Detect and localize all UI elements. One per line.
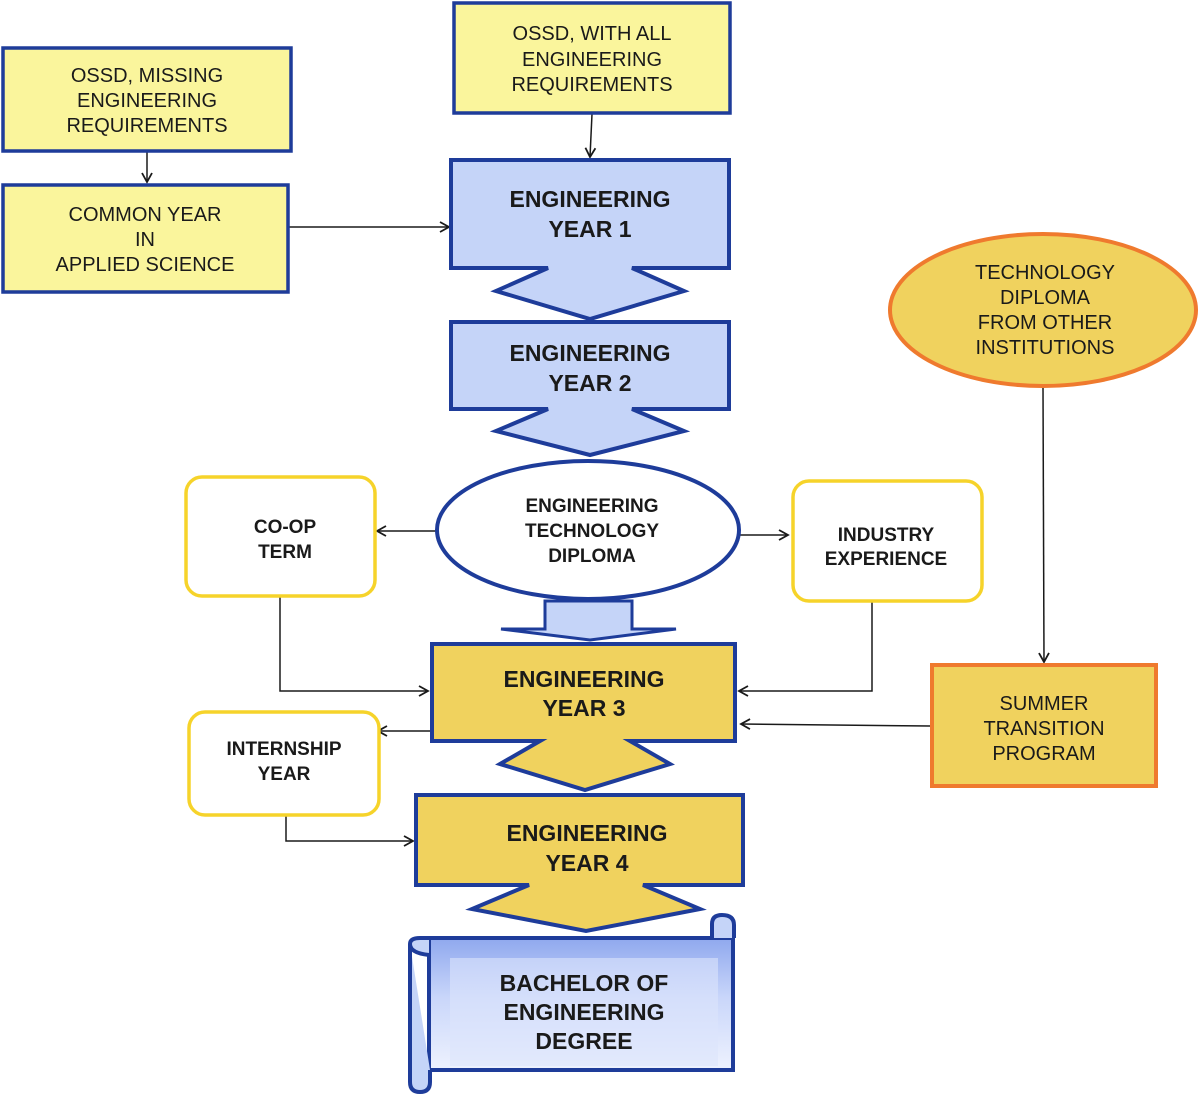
ossd-all-line1: OSSD, WITH ALL — [513, 23, 672, 45]
engineering-year-3-block: ENGINEERING YEAR 3 — [430, 642, 737, 793]
svg-text:ENGINEERING: ENGINEERING — [503, 666, 664, 692]
svg-text:EXPERIENCE: EXPERIENCE — [825, 549, 947, 570]
engineering-year-4-block: ENGINEERING YEAR 4 — [414, 793, 745, 934]
svg-text:ENGINEERING: ENGINEERING — [503, 999, 664, 1025]
internship-year-line2: YEAR — [258, 764, 311, 785]
svg-text:ENGINEERING: ENGINEERING — [506, 820, 667, 846]
year1-line2: YEAR 1 — [548, 216, 631, 242]
tech-diploma-other-line3: FROM OTHER — [978, 312, 1112, 334]
svg-text:DIPLOMA: DIPLOMA — [548, 546, 636, 567]
svg-text:INSTITUTIONS: INSTITUTIONS — [976, 337, 1115, 359]
year2-line1: ENGINEERING — [509, 340, 670, 366]
svg-text:TECHNOLOGY: TECHNOLOGY — [975, 262, 1115, 284]
year3-line1: ENGINEERING — [503, 666, 664, 692]
tech-diploma-other-ellipse: TECHNOLOGY DIPLOMA FROM OTHER INSTITUTIO… — [888, 232, 1198, 388]
svg-text:BACHELOR OF: BACHELOR OF — [500, 970, 669, 996]
svg-text:YEAR 2: YEAR 2 — [548, 370, 631, 396]
year3-line2: YEAR 3 — [542, 695, 625, 721]
svg-text:CO-OP: CO-OP — [254, 517, 317, 538]
internship-year-line1: INTERNSHIP — [226, 739, 341, 760]
diploma-arrow-shape — [500, 599, 677, 642]
tech-diploma-other-line2: DIPLOMA — [1000, 287, 1091, 309]
svg-text:REQUIREMENTS: REQUIREMENTS — [511, 74, 672, 96]
industry-experience-box: INDUSTRY EXPERIENCE — [791, 479, 984, 603]
engineering-year-1-block: ENGINEERING YEAR 1 — [449, 158, 731, 322]
svg-text:PROGRAM: PROGRAM — [992, 743, 1095, 765]
year1-line1: ENGINEERING — [509, 186, 670, 212]
eng-tech-diploma-line2: TECHNOLOGY — [525, 521, 659, 542]
svg-text:OSSD, WITH ALL: OSSD, WITH ALL — [513, 23, 672, 45]
ossd-missing-line1: OSSD, MISSING — [71, 65, 223, 87]
svg-text:DIPLOMA: DIPLOMA — [1000, 287, 1091, 309]
ossd-missing-line3: REQUIREMENTS — [66, 115, 227, 137]
connector-lines — [141, 113, 1050, 847]
coop-term-line2: TERM — [258, 542, 312, 563]
svg-text:TECHNOLOGY: TECHNOLOGY — [525, 521, 659, 542]
eng-tech-diploma-line3: DIPLOMA — [548, 546, 636, 567]
svg-text:YEAR 4: YEAR 4 — [545, 850, 628, 876]
engineering-year-2-block: ENGINEERING YEAR 2 — [449, 320, 731, 458]
summer-transition-line1: SUMMER — [1000, 693, 1089, 715]
ossd-all-line3: REQUIREMENTS — [511, 74, 672, 96]
common-year-line2: IN — [135, 229, 155, 251]
summer-transition-line2: TRANSITION — [983, 718, 1104, 740]
svg-text:INDUSTRY: INDUSTRY — [838, 525, 935, 546]
eng-tech-diploma-ellipse: ENGINEERING TECHNOLOGY DIPLOMA — [435, 459, 741, 601]
common-year-box: COMMON YEAR IN APPLIED SCIENCE — [1, 183, 290, 294]
svg-text:ENGINEERING: ENGINEERING — [77, 90, 217, 112]
eng-tech-diploma-line1: ENGINEERING — [525, 496, 658, 517]
svg-text:SUMMER: SUMMER — [1000, 693, 1089, 715]
year4-line2: YEAR 4 — [545, 850, 628, 876]
ossd-missing-line2: ENGINEERING — [77, 90, 217, 112]
summer-transition-line3: PROGRAM — [992, 743, 1095, 765]
coop-term-line1: CO-OP — [254, 517, 317, 538]
year2-line2: YEAR 2 — [548, 370, 631, 396]
svg-text:REQUIREMENTS: REQUIREMENTS — [66, 115, 227, 137]
svg-text:YEAR 1: YEAR 1 — [548, 216, 631, 242]
svg-text:ENGINEERING: ENGINEERING — [509, 186, 670, 212]
year4-line1: ENGINEERING — [506, 820, 667, 846]
svg-text:ENGINEERING: ENGINEERING — [525, 496, 658, 517]
svg-text:OSSD, MISSING: OSSD, MISSING — [71, 65, 223, 87]
tech-diploma-other-line1: TECHNOLOGY — [975, 262, 1115, 284]
coop-term-box: CO-OP TERM — [184, 475, 377, 598]
common-year-line1: COMMON YEAR — [69, 204, 222, 226]
svg-text:TERM: TERM — [258, 542, 312, 563]
internship-year-box: INTERNSHIP YEAR — [187, 710, 381, 817]
svg-text:TRANSITION: TRANSITION — [983, 718, 1104, 740]
svg-text:DEGREE: DEGREE — [535, 1028, 632, 1054]
industry-experience-line2: EXPERIENCE — [825, 549, 947, 570]
industry-experience-line1: INDUSTRY — [838, 525, 935, 546]
ossd-missing-box: OSSD, MISSING ENGINEERING REQUIREMENTS — [1, 46, 293, 153]
svg-text:IN: IN — [135, 229, 155, 251]
tech-diploma-other-line4: INSTITUTIONS — [976, 337, 1115, 359]
bachelor-line2: ENGINEERING — [503, 999, 664, 1025]
svg-text:COMMON YEAR: COMMON YEAR — [69, 204, 222, 226]
bachelor-line1: BACHELOR OF — [500, 970, 669, 996]
ossd-all-box: OSSD, WITH ALL ENGINEERING REQUIREMENTS — [452, 1, 732, 115]
summer-transition-box: SUMMER TRANSITION PROGRAM — [930, 663, 1158, 788]
ossd-all-line2: ENGINEERING — [522, 49, 662, 71]
svg-text:FROM OTHER: FROM OTHER — [978, 312, 1112, 334]
common-year-line3: APPLIED SCIENCE — [56, 254, 235, 276]
svg-text:ENGINEERING: ENGINEERING — [522, 49, 662, 71]
bachelor-line3: DEGREE — [535, 1028, 632, 1054]
svg-text:INTERNSHIP: INTERNSHIP — [226, 739, 341, 760]
svg-text:YEAR 3: YEAR 3 — [542, 695, 625, 721]
bachelor-degree-scroll: BACHELOR OF ENGINEERING DEGREE — [407, 912, 736, 1095]
svg-text:ENGINEERING: ENGINEERING — [509, 340, 670, 366]
svg-text:APPLIED SCIENCE: APPLIED SCIENCE — [56, 254, 235, 276]
svg-text:YEAR: YEAR — [258, 764, 311, 785]
